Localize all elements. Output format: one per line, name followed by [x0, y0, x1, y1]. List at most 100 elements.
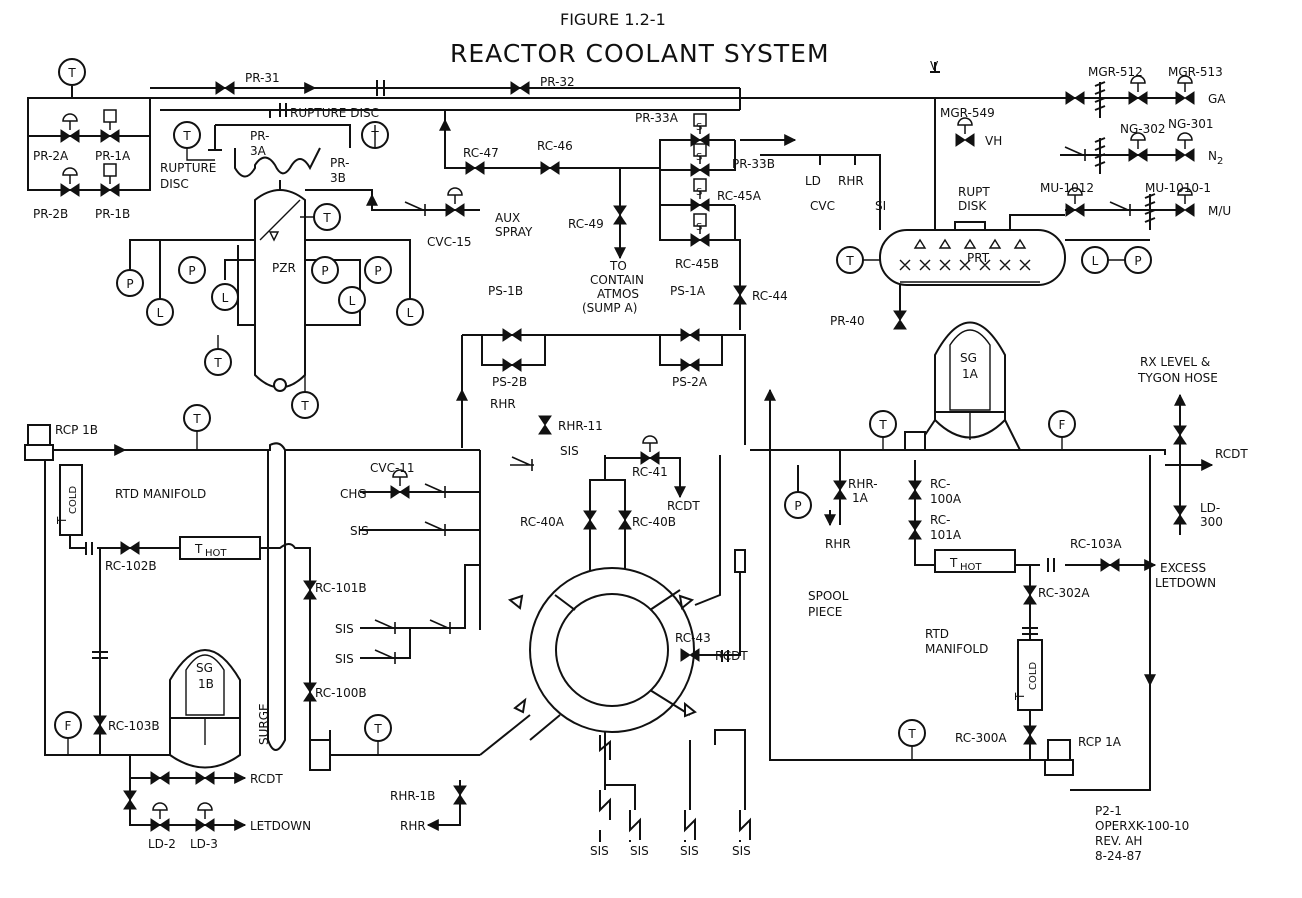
- t-hot-box-a: [934, 549, 1016, 573]
- pressure-indicator: P: [311, 256, 339, 284]
- svg-text:PR-33A: PR-33A: [635, 111, 679, 125]
- svg-text:PS-1B: PS-1B: [488, 284, 523, 298]
- svg-text:RC-102B: RC-102B: [105, 559, 157, 573]
- svg-text:SURGE: SURGE: [257, 703, 271, 745]
- temperature-indicator: T: [898, 719, 926, 747]
- doc-ref-3: REV. AH: [1095, 834, 1142, 848]
- svg-text:1A: 1A: [962, 367, 979, 381]
- svg-text:PR-31: PR-31: [245, 71, 280, 85]
- svg-text:T: T: [192, 412, 201, 426]
- svg-text:RHR-11: RHR-11: [558, 419, 603, 433]
- rcp-1b: [24, 424, 54, 461]
- doc-ref-2: OPERXK-100-10: [1095, 819, 1189, 833]
- steam-generator-1b: [169, 649, 241, 769]
- svg-text:M/U: M/U: [1208, 204, 1231, 218]
- svg-text:SIS: SIS: [335, 622, 354, 636]
- svg-text:PR-40: PR-40: [830, 314, 865, 328]
- svg-text:PR-: PR-: [250, 129, 269, 143]
- level-indicator: L: [338, 286, 366, 314]
- surge-fitting: [309, 739, 331, 771]
- pressurizer: [254, 189, 306, 392]
- svg-text:PR-2B: PR-2B: [33, 207, 68, 221]
- pressure-indicator: P: [1124, 246, 1152, 274]
- temperature-indicator: T: [313, 203, 341, 231]
- svg-text:RC-: RC-: [930, 513, 950, 527]
- svg-text:MGR-549: MGR-549: [940, 106, 995, 120]
- svg-text:101A: 101A: [930, 528, 962, 542]
- temperature-indicator: T: [291, 391, 319, 419]
- temperature-indicator: T: [204, 348, 232, 376]
- svg-text:RC-103B: RC-103B: [108, 719, 160, 733]
- svg-text:RCDT: RCDT: [1215, 447, 1248, 461]
- svg-text:RUPT: RUPT: [958, 185, 990, 199]
- svg-text:S: S: [696, 122, 702, 133]
- svg-text:EXCESS: EXCESS: [1160, 561, 1206, 575]
- spool-piece: [734, 549, 746, 573]
- pressure-indicator: P: [116, 269, 144, 297]
- temperature-indicator: T: [836, 246, 864, 274]
- pressure-indicator: P: [364, 256, 392, 284]
- svg-text:T: T: [213, 356, 222, 370]
- svg-text:AUX: AUX: [495, 211, 520, 225]
- svg-text:T: T: [1013, 692, 1027, 701]
- svg-text:TYGON HOSE: TYGON HOSE: [1137, 371, 1218, 385]
- svg-text:RC-302A: RC-302A: [1038, 586, 1090, 600]
- svg-text:PS-2A: PS-2A: [672, 375, 708, 389]
- svg-text:T: T: [949, 556, 958, 570]
- svg-text:RTD: RTD: [925, 627, 949, 641]
- svg-text:S: S: [696, 222, 702, 233]
- svg-text:RCDT: RCDT: [715, 649, 748, 663]
- flow-arrows: [110, 82, 1214, 831]
- svg-text:F: F: [65, 719, 72, 733]
- svg-text:CVC-15: CVC-15: [427, 235, 472, 249]
- svg-text:RC-45A: RC-45A: [717, 189, 762, 203]
- svg-text:3A: 3A: [250, 144, 267, 158]
- svg-text:PS-1A: PS-1A: [670, 284, 706, 298]
- svg-text:3B: 3B: [330, 171, 346, 185]
- flanges: [85, 62, 1055, 662]
- level-indicator: L: [1081, 246, 1109, 274]
- svg-text:2: 2: [1217, 156, 1223, 167]
- svg-text:RC-44: RC-44: [752, 289, 788, 303]
- svg-text:SIS: SIS: [680, 844, 699, 858]
- svg-text:F: F: [1059, 418, 1066, 432]
- svg-text:COLD: COLD: [1028, 662, 1039, 690]
- temperature-indicator: T: [183, 404, 211, 432]
- svg-text:SIS: SIS: [335, 652, 354, 666]
- svg-text:RC-47: RC-47: [463, 146, 499, 160]
- svg-text:RHR: RHR: [838, 174, 864, 188]
- svg-text:COLD: COLD: [68, 486, 79, 514]
- svg-text:RCP 1B: RCP 1B: [55, 423, 98, 437]
- svg-text:LD-2: LD-2: [148, 837, 176, 851]
- svg-text:SIS: SIS: [630, 844, 649, 858]
- sis-check-stubs: [360, 491, 751, 842]
- svg-text:PZR: PZR: [272, 261, 296, 275]
- svg-text:N: N: [1208, 149, 1217, 163]
- svg-text:TO: TO: [609, 259, 627, 273]
- svg-text:RUPTURE DISC: RUPTURE DISC: [290, 106, 379, 120]
- svg-text:RHR: RHR: [400, 819, 426, 833]
- svg-text:LD: LD: [805, 174, 821, 188]
- svg-text:RUPTURE: RUPTURE: [160, 161, 216, 175]
- svg-text:T: T: [194, 542, 203, 556]
- svg-text:CONTAIN: CONTAIN: [590, 273, 644, 287]
- t-cold-box-a: [1017, 639, 1043, 711]
- svg-text:PRT: PRT: [967, 251, 990, 265]
- svg-text:HOT: HOT: [205, 548, 227, 559]
- svg-text:RC-41: RC-41: [632, 465, 668, 479]
- svg-text:RC-101B: RC-101B: [315, 581, 367, 595]
- svg-text:T: T: [878, 418, 887, 432]
- svg-text:RCDT: RCDT: [667, 499, 700, 513]
- hatched-walls: [1094, 81, 1156, 230]
- labels: FIGURE 1.2-1 REACTOR COOLANT SYSTEM PR-3…: [33, 10, 1248, 863]
- svg-text:T: T: [322, 211, 331, 225]
- solenoid-letters: S S S S: [696, 122, 702, 233]
- temperature-indicator: T: [364, 714, 392, 742]
- level-indicator: L: [396, 298, 424, 326]
- svg-text:SPRAY: SPRAY: [495, 225, 533, 239]
- svg-text:ATMOS: ATMOS: [597, 287, 639, 301]
- svg-text:MU-1010-1: MU-1010-1: [1145, 181, 1211, 195]
- svg-text:RHR: RHR: [825, 537, 851, 551]
- svg-text:1A: 1A: [852, 491, 869, 505]
- svg-text:RC-49: RC-49: [568, 217, 604, 231]
